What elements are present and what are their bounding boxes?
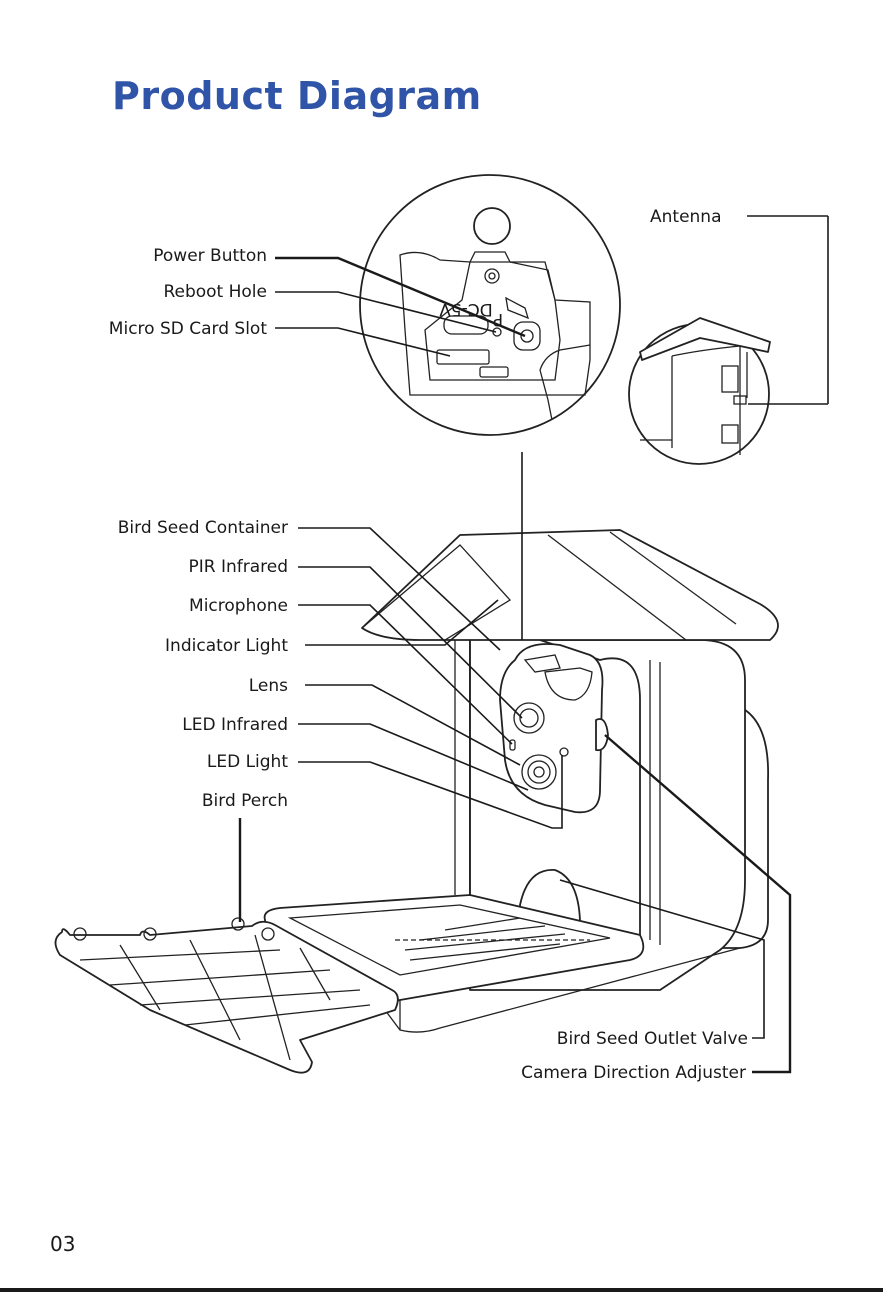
- label-bird-seed-container: Bird Seed Container: [118, 518, 288, 538]
- label-power-button: Power Button: [153, 246, 267, 266]
- label-camera-direction-adjuster: Camera Direction Adjuster: [521, 1063, 746, 1083]
- bird-feeder-drawing: [55, 530, 778, 1073]
- dc-port-marking: DC-5V: [439, 299, 493, 319]
- bottom-rule: [0, 1288, 883, 1292]
- page-number: 03: [50, 1232, 75, 1256]
- label-bird-perch: Bird Perch: [202, 791, 288, 811]
- mounting-hole: [474, 208, 510, 244]
- label-pir-infrared: PIR Infrared: [188, 557, 288, 577]
- label-indicator-light: Indicator Light: [165, 636, 288, 656]
- label-reboot-hole: Reboot Hole: [163, 282, 267, 302]
- label-microphone: Microphone: [189, 596, 288, 616]
- label-lens: Lens: [249, 676, 288, 696]
- rear-view-magnifier: DC-5V P: [360, 175, 620, 435]
- label-micro-sd-card-slot: Micro SD Card Slot: [109, 319, 268, 339]
- label-antenna: Antenna: [650, 207, 722, 227]
- label-led-infrared: LED Infrared: [182, 715, 288, 735]
- label-bird-seed-outlet-valve: Bird Seed Outlet Valve: [557, 1029, 748, 1049]
- antenna-magnifier: [629, 318, 770, 464]
- label-led-light: LED Light: [207, 752, 288, 772]
